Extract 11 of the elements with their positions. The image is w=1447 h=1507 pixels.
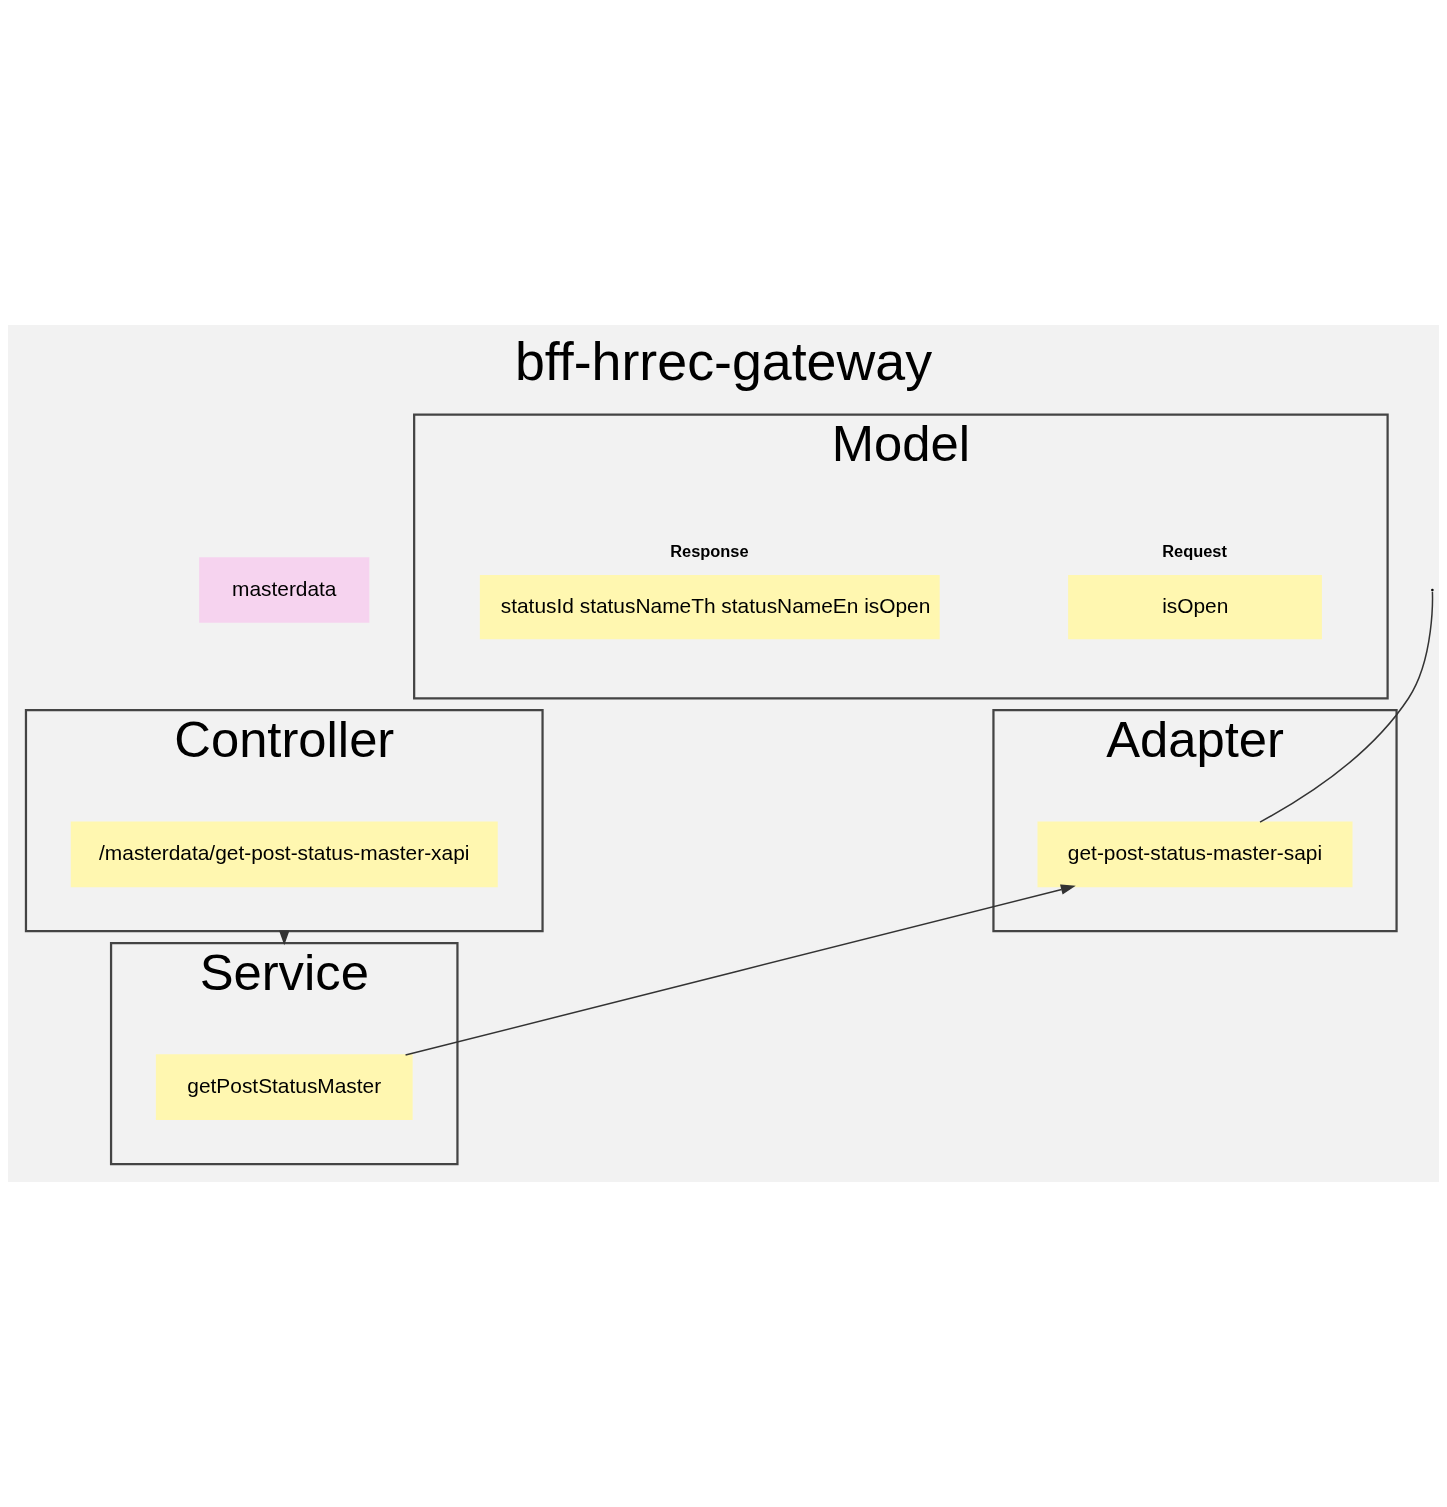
node-box: masterdata xyxy=(199,557,370,623)
connector xyxy=(1259,590,1434,823)
diagram-title: bff-hrrec-gateway xyxy=(514,330,933,391)
node-box: /masterdata/get-post-status-master-xapi xyxy=(70,821,498,888)
node-box: getPostStatusMaster xyxy=(155,1054,413,1121)
node-label: Response xyxy=(670,541,749,560)
node-box: statusId statusNameTh statusNameEn isOpen xyxy=(479,575,940,640)
node-label: Request xyxy=(1162,541,1227,560)
node-box: isOpen xyxy=(1068,575,1322,640)
node-box: get-post-status-master-sapi xyxy=(1037,821,1353,888)
arrow xyxy=(404,884,1076,1056)
